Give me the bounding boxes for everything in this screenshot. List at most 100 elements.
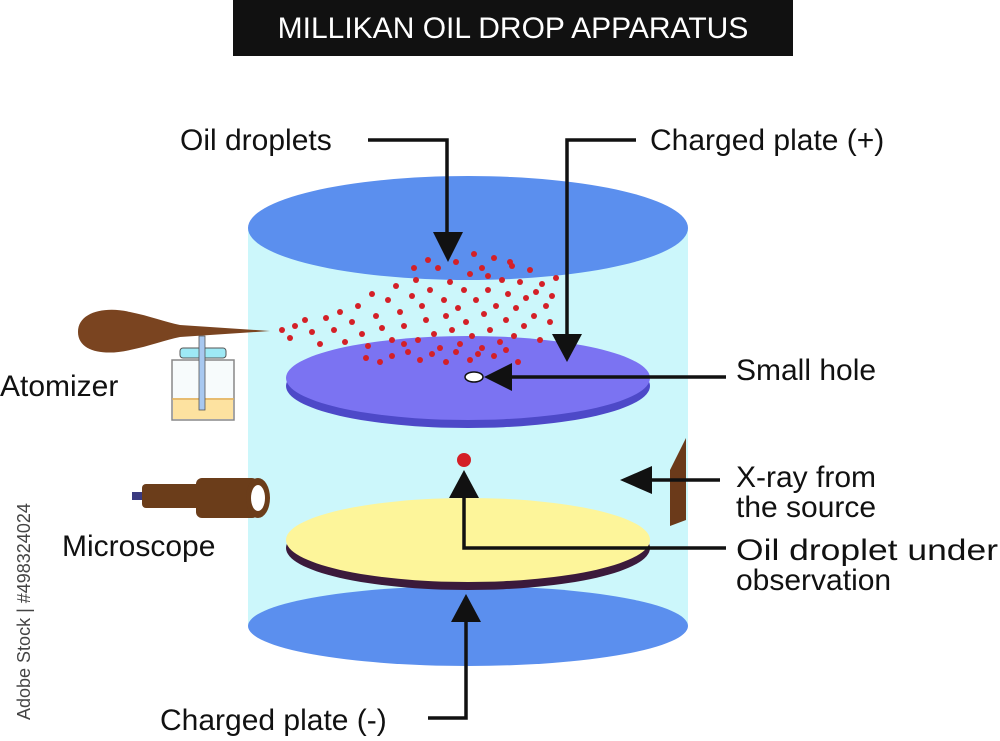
oil-droplet [487,327,493,333]
oil-droplet [302,317,308,323]
oil-droplet [287,335,293,341]
oil-droplet [419,303,425,309]
label-charged-plate-positive: Charged plate (+) [650,124,884,157]
oil-droplet [491,255,497,261]
oil-droplet [515,359,521,365]
oil-droplet [363,355,369,361]
oil-droplet [473,297,479,303]
oil-droplet [463,319,469,325]
label-oil-droplets: Oil droplets [180,124,332,157]
oil-droplet [507,259,513,265]
oil-droplet [475,351,481,357]
oil-droplet [531,313,537,319]
labels: Oil droplets Charged plate (+) Small hol… [0,124,998,737]
oil-droplets-arrowhead [433,232,463,262]
upper-charged-plate [286,336,650,428]
oil-droplet [547,319,553,325]
observed-droplet-leader [462,496,726,550]
oil-droplet [553,275,559,281]
atomizer-tube [198,335,206,411]
oil-droplet [431,331,437,337]
oil-droplet [355,303,361,309]
oil-droplets-leader [368,138,449,236]
charged-plate-pos-arrowhead [552,334,582,362]
oil-droplet [423,317,429,323]
charged-plate-neg-arrowhead [451,594,481,622]
oil-droplet [467,271,473,277]
label-xray-line1: X-ray from [736,461,876,494]
oil-droplet [409,293,415,299]
label-atomizer: Atomizer [0,370,118,403]
label-oil-droplet-observation-line1: Oil droplet under [736,534,998,567]
oil-droplet [511,333,517,339]
title-banner: MILLIKAN OIL DROP APPARATUS [233,0,793,56]
oil-droplet [373,313,379,319]
oil-droplet [461,287,467,293]
chamber-top-disc [248,176,688,280]
oil-droplet [503,347,509,353]
oil-droplet [491,353,497,359]
atomizer-bulb [78,309,270,353]
oil-droplet [499,277,505,283]
oil-droplet [401,341,407,347]
oil-droplet [513,305,519,311]
small-hole [464,371,484,383]
oil-droplet [453,259,459,265]
diagram-title: MILLIKAN OIL DROP APPARATUS [278,12,749,45]
leader-lines [368,138,726,720]
oil-droplet [537,337,543,343]
oil-droplet [485,273,491,279]
microscope-body [196,478,258,518]
oil-droplet [441,297,447,303]
oil-droplet [331,327,337,333]
oil-droplet [457,341,463,347]
stock-watermark: Adobe Stock | #498324024 [14,503,34,720]
oil-droplet [359,331,365,337]
oil-droplet [443,313,449,319]
lower-plate-face [286,498,650,582]
oil-droplet [485,287,491,293]
oil-droplet [543,303,549,309]
oil-droplet [479,265,485,271]
oil-droplet [405,349,411,355]
oil-droplet [427,287,433,293]
oil-droplet [539,281,545,287]
oil-droplet [435,265,441,271]
label-small-hole: Small hole [736,354,876,387]
label-charged-plate-negative: Charged plate (-) [160,704,387,737]
oil-droplet [471,251,477,257]
oil-droplet [453,349,459,355]
oil-droplet [397,309,403,315]
charged-plate-pos-leader [565,138,636,336]
oil-droplet [393,283,399,289]
oil-droplet [417,357,423,363]
small-hole-arrowhead [484,363,512,391]
chamber-bottom-disc [248,586,688,666]
oil-droplet [377,359,383,365]
oil-droplet [389,337,395,343]
oil-droplet [317,341,323,347]
microscope-tube [142,484,202,508]
oil-droplet [389,353,395,359]
oil-droplet [413,277,419,283]
title-background [233,0,793,56]
label-xray-line2: the source [736,491,876,524]
lower-charged-plate [286,498,650,590]
oil-droplet [292,323,298,329]
oil-droplet [467,357,473,363]
oil-droplet [309,329,315,335]
oil-droplet [533,289,539,295]
oil-droplet [455,305,461,311]
microscope [132,478,270,518]
microscope-lens [251,485,265,511]
oil-droplet [365,343,371,349]
oil-droplet [469,333,475,339]
oil-droplet [279,327,285,333]
oil-droplet [449,327,455,333]
xray-source-block [670,438,686,526]
oil-droplet [527,267,533,273]
charged-plate-neg-leader [428,620,468,720]
oil-droplet [415,337,421,343]
oil-droplet [481,311,487,317]
